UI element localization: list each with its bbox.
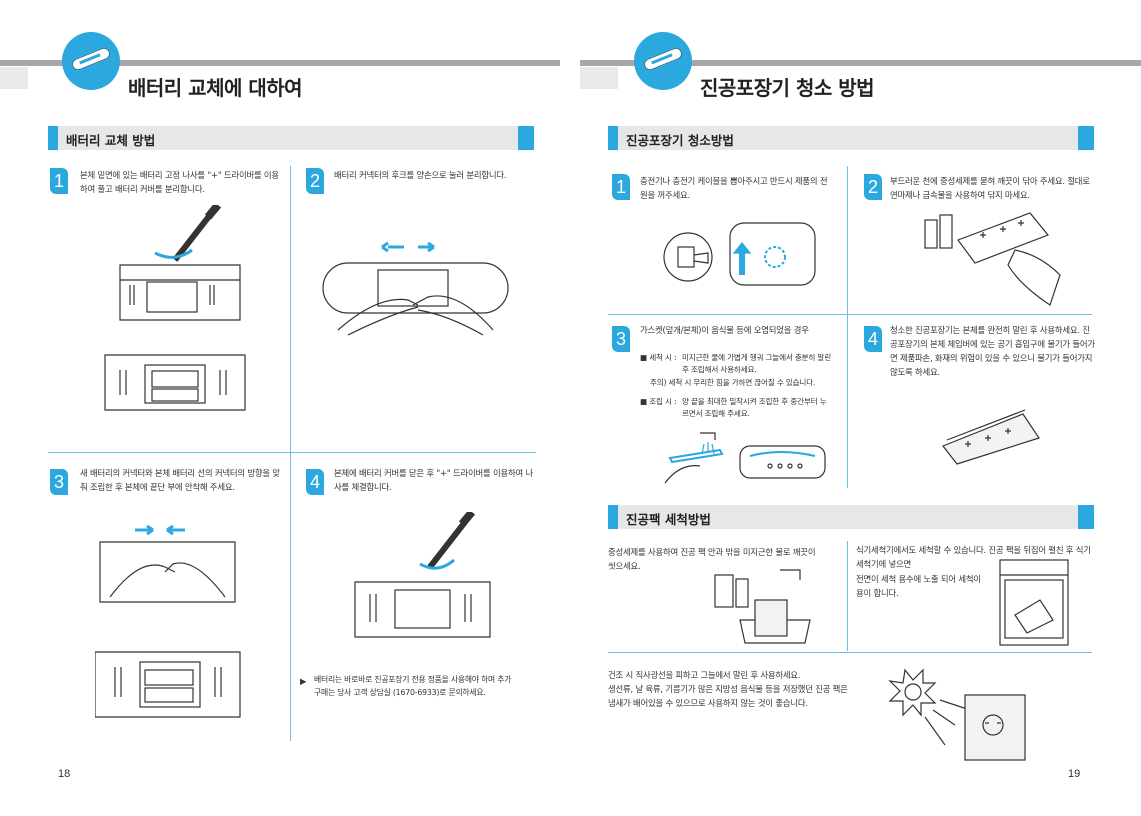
- divider: [48, 452, 536, 453]
- bullet-text: 주의) 세척 시 무리한 힘을 가하면 끊어질 수 있습니다.: [650, 378, 816, 387]
- dried-sealer-illustration: [942, 409, 1040, 465]
- step-text: 부드러운 천에 중성세제를 묻혀 깨끗이 닦아 주세요. 절대로 연마제나 금속…: [890, 176, 1090, 200]
- wipe-cloth-illustration: [924, 212, 1061, 306]
- screwdriver-illustration: [354, 512, 491, 638]
- step-text: 배터리 커넥터의 후크를 양손으로 눌러 분리합니다.: [334, 170, 507, 180]
- vacuum-sealer-logo-icon: [634, 32, 692, 90]
- header-band-left-light: [0, 67, 28, 89]
- divider: [847, 166, 848, 488]
- vacuum-sealer-logo-icon: [62, 32, 120, 90]
- step-text: 본체 밑면에 있는 배터리 고정 나사를 "+" 드라이버를 이용하여 풀고 배…: [80, 170, 279, 194]
- page-number-left: 18: [58, 768, 71, 780]
- step-number: 3: [612, 326, 630, 352]
- step-number: 1: [612, 174, 630, 200]
- section-title: 진공포장기 청소방법: [626, 133, 734, 148]
- step-text: 가스켓(덮개/본체)이 음식물 등에 오염되었을 경우: [640, 325, 809, 335]
- header-band-right: [580, 60, 1141, 66]
- step-text: 새 배터리의 커넥터와 본체 배터리 선의 커넥터의 방향을 맞춰 조립한 후 …: [80, 468, 280, 492]
- sun-pack-illustration: [888, 668, 1026, 761]
- storage-warning-text: 생선류, 날 육류, 기름기가 많은 지방성 음식물 등을 저장했던 진공 팩은…: [608, 684, 848, 708]
- divider: [608, 652, 1092, 653]
- page-title-right: 진공포장기 청소 방법: [700, 76, 875, 100]
- dishwasher-illustration: [999, 559, 1069, 646]
- note-bullet: ▶: [300, 676, 307, 686]
- bullet-label: ■ 세척 시 :: [640, 353, 677, 362]
- step-text: 충전기나 충전기 케이블을 뽑아주시고 반드시 제품의 전원을 꺼주세요.: [640, 176, 828, 200]
- header-band-right-light: [580, 67, 618, 89]
- step-number: 1: [50, 168, 68, 194]
- step-number: 4: [864, 326, 882, 352]
- dishwasher-text-2: 전면이 세척 용수에 노출 되어 세척이 용이 합니다.: [856, 574, 981, 598]
- step-number: 2: [306, 168, 324, 194]
- divider: [847, 541, 848, 651]
- section-header-pack-cleaning: 진공팩 세척방법: [608, 505, 1094, 529]
- unplug-illustration: [663, 222, 816, 286]
- page-title-left: 배터리 교체에 대하여: [128, 76, 303, 100]
- page-number-right: 19: [1068, 768, 1081, 780]
- header-band-left: [0, 60, 560, 66]
- section-header-battery: 배터리 교체 방법: [48, 126, 534, 150]
- step-text: 본체에 배터리 커버를 닫은 후 "+" 드라이버를 이용하여 나사를 체결합니…: [334, 468, 533, 492]
- screwdriver-illustration: [104, 205, 246, 411]
- hands-assemble-illustration: [95, 524, 241, 718]
- gasket-wash-illustration: [664, 432, 826, 484]
- step-text: 청소한 진공포장기는 본체를 완전히 말린 후 사용하세요. 진공포장기의 본체…: [890, 325, 1095, 377]
- divider: [608, 314, 1092, 315]
- step-number: 3: [50, 469, 68, 495]
- section-title: 배터리 교체 방법: [66, 133, 156, 148]
- pack-wash-text: 중성세제를 사용하여 진공 팩 안과 밖을 미지근한 물로 깨끗이 씻으세요.: [608, 547, 816, 571]
- drying-text: 건조 시 직사광선을 피하고 그늘에서 말린 후 사용하세요.: [608, 670, 801, 680]
- divider: [290, 166, 291, 741]
- step-number: 2: [864, 174, 882, 200]
- pack-wash-illustration: [714, 569, 811, 644]
- bullet-label: ■ 조립 시 :: [640, 397, 677, 406]
- bullet-text: 미지근한 물에 가볍게 헹궈 그늘에서 충분히 말린 후 조립해서 사용하세요.: [682, 353, 832, 374]
- step-number: 4: [306, 469, 324, 495]
- section-header-cleaning: 진공포장기 청소방법: [608, 126, 1094, 150]
- hands-connector-illustration: [322, 241, 509, 336]
- dishwasher-text: 식기세척기에서도 세척할 수 있습니다. 진공 팩을 뒤집어 펼친 후 식기세척…: [856, 545, 1091, 569]
- bullet-text: 양 끝을 최대한 밀착시켜 조립한 후 중간부터 누르면서 조립해 주세요.: [682, 397, 827, 418]
- battery-note: 배터리는 바로바로 진공포장기 전용 정품을 사용해야 하며 추가 구매는 당사…: [314, 675, 512, 697]
- section-title: 진공팩 세척방법: [626, 512, 711, 527]
